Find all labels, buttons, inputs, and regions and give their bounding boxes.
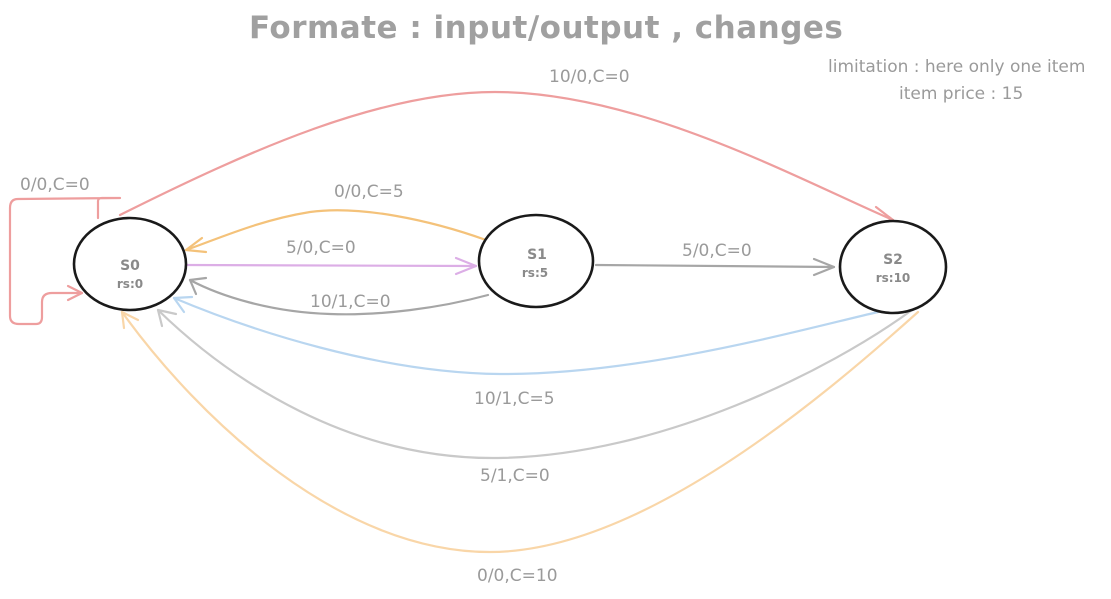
label-s0-to-s1: 5/0,C=0: [286, 238, 356, 258]
label-s2-to-s0-0: 0/0,C=10: [477, 566, 558, 586]
label-s0-to-s2: 10/0,C=0: [549, 67, 630, 87]
edge-s1-to-s0-10: [188, 276, 490, 316]
edge-s1-to-s0-c5: [184, 209, 488, 254]
label-s2-to-s0-5: 5/1,C=0: [480, 466, 550, 486]
state-s1-name: S1: [527, 247, 547, 263]
limitation-note: limitation : here only one item: [828, 57, 1086, 77]
edge-s1-to-s2: [594, 257, 836, 277]
state-s0-name: S0: [120, 258, 140, 274]
edge-s2-to-s0-5: [156, 308, 914, 460]
edge-s0-to-s2: [118, 90, 895, 226]
label-s1-to-s2: 5/0,C=0: [682, 241, 752, 261]
state-s0-sub: rs:0: [117, 277, 143, 291]
label-s1-to-s0-10: 10/1,C=0: [310, 292, 391, 312]
diagram-title: Formate : input/output , changes: [249, 10, 844, 46]
state-s1: S1 rs:5: [477, 213, 595, 309]
state-s1-sub: rs:5: [522, 266, 548, 280]
state-s2-sub: rs:10: [876, 271, 911, 285]
state-s2-name: S2: [883, 252, 903, 268]
item-price-note: item price : 15: [899, 84, 1024, 104]
label-s0-self: 0/0,C=0: [20, 175, 90, 195]
label-s1-to-s0-c5: 0/0,C=5: [334, 182, 404, 202]
edge-s0-to-s1: [184, 256, 478, 276]
edge-s2-to-s0-0: [120, 310, 920, 554]
edge-s2-to-s0-10: [172, 295, 880, 376]
label-s2-to-s0-10: 10/1,C=5: [474, 389, 555, 409]
state-s0: S0 rs:0: [72, 216, 188, 312]
state-s2: S2 rs:10: [838, 219, 948, 315]
edge-s0-self: [8, 196, 122, 326]
